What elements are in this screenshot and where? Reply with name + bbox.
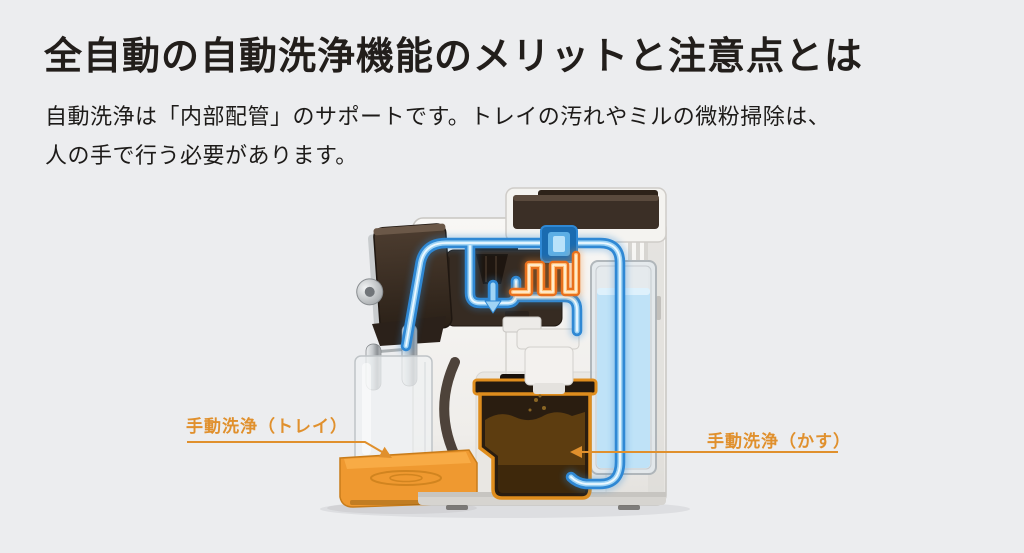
grounds-arrow-icon xyxy=(570,446,582,458)
subtitle-line-1: 自動洗浄は「内部配管」のサポートです。トレイの汚れやミルの微粉掃除は、 xyxy=(45,104,831,129)
subtitle-line-2: 人の手で行う必要があります。 xyxy=(45,143,358,168)
side-slot xyxy=(656,296,661,320)
tray-arrow-icon xyxy=(378,446,392,458)
tray-callout-label: 手動洗浄（トレイ） xyxy=(186,417,348,436)
water-pipes xyxy=(406,243,620,484)
bean-hopper xyxy=(505,187,667,243)
tray-leader-line xyxy=(187,441,390,457)
valve-assembly xyxy=(502,311,580,394)
flow-arrow-icon xyxy=(484,300,502,314)
milk-carafe xyxy=(354,355,433,463)
page-title: 全自動の自動洗浄機能のメリットと注意点とは xyxy=(44,36,864,78)
callout-lines xyxy=(187,441,838,458)
grounds-callout-label: 手動洗浄（かす） xyxy=(707,432,851,451)
grinder-cone xyxy=(476,254,508,284)
page-subtitle: 自動洗浄は「内部配管」のサポートです。トレイの汚れやミルの微粉掃除は、 人の手で… xyxy=(45,97,830,175)
